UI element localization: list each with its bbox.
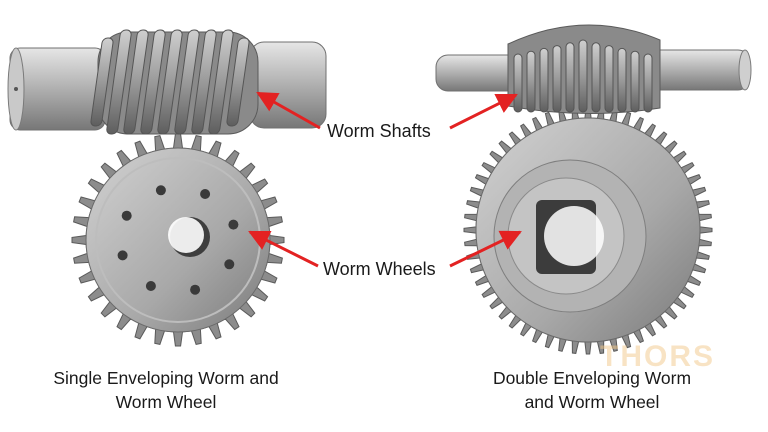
worm-thread xyxy=(106,29,132,135)
worm-thread xyxy=(591,42,601,113)
worm-thread xyxy=(565,42,575,113)
worm-shafts-label: Worm Shafts xyxy=(327,121,431,141)
bolt-hole xyxy=(117,250,128,261)
worm-thread xyxy=(526,50,536,113)
worm-thread xyxy=(157,29,183,135)
watermark-logo: THORS xyxy=(600,340,715,373)
worm-threads xyxy=(513,39,653,113)
bolt-hole xyxy=(190,284,201,295)
bolt-hole xyxy=(121,210,132,221)
double-caption-line2: and Worm Wheel xyxy=(524,392,660,412)
single-caption: Single Enveloping Worm and Worm Wheel xyxy=(16,366,316,414)
worm-thread xyxy=(174,29,200,135)
worm-thread xyxy=(140,29,166,135)
single-caption-line2: Worm Wheel xyxy=(115,392,217,412)
bolt-hole xyxy=(145,281,156,291)
worm-thread xyxy=(604,45,614,113)
single-worm-wheel xyxy=(71,133,285,347)
arrow-shaft-left xyxy=(256,91,321,130)
bolt-hole xyxy=(155,185,166,196)
single-caption-line1: Single Enveloping Worm and xyxy=(53,368,279,388)
arrow-wheel-right xyxy=(449,230,522,268)
worm-threads xyxy=(90,29,250,135)
worm-thread xyxy=(617,47,627,113)
worm-thread xyxy=(208,29,234,135)
worm-thread xyxy=(226,37,250,127)
bolt-hole xyxy=(200,189,211,199)
bolt-hole xyxy=(228,219,239,230)
double-worm-shaft xyxy=(435,24,752,115)
worm-thread xyxy=(552,45,562,113)
worm-thread xyxy=(191,29,217,135)
double-caption-line1: Double Enveloping Worm xyxy=(492,368,692,388)
single-worm-shaft xyxy=(7,29,327,135)
arrow-wheel-left xyxy=(248,230,319,268)
double-caption: Double Enveloping Worm and Worm Wheel xyxy=(442,366,742,414)
worm-thread xyxy=(123,29,149,135)
worm-wheels-label: Worm Wheels xyxy=(323,259,436,279)
worm-thread xyxy=(643,53,653,113)
worm-thread xyxy=(513,53,523,113)
arrow-shaft-right xyxy=(449,93,518,130)
worm-thread xyxy=(539,47,549,113)
callout-arrows xyxy=(248,91,522,268)
worm-thread xyxy=(90,37,114,127)
bolt-holes xyxy=(117,185,239,295)
worm-thread xyxy=(578,39,588,113)
worm-thread xyxy=(630,50,640,113)
bolt-hole xyxy=(224,259,235,270)
double-worm-wheel xyxy=(463,105,713,355)
